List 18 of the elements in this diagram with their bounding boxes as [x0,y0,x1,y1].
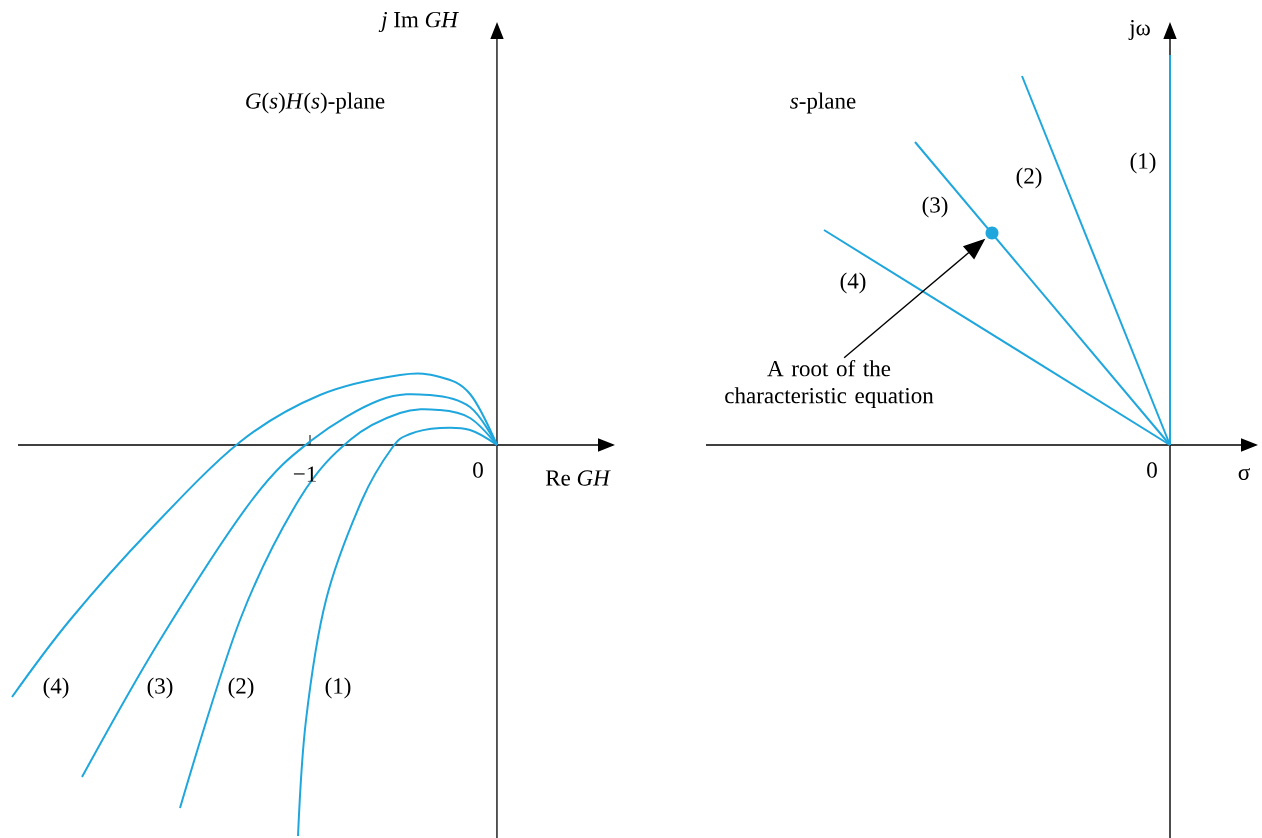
axis-label: Re GH [545,470,611,486]
axis-label: jω [1128,19,1150,41]
curve-label: (4) [43,677,69,699]
tick-label: 0 [473,462,483,478]
axis-label: j Im GH [378,11,459,33]
plane-label: G(s)H(s)-plane [246,92,385,114]
curve-label: (4) [840,272,866,294]
tick-label: −1 [293,466,316,482]
curve-label: (2) [1016,167,1042,189]
tick-label: 0 [1147,462,1157,478]
curve-label: (2) [228,677,254,699]
curve-label: (1) [325,677,351,699]
plane-label: s-plane [790,92,856,114]
curve-label: (3) [922,196,948,218]
annotation-text: A root of the characteristic equation [725,359,934,409]
curve-label: (1) [1130,152,1156,174]
curve-label: (3) [147,677,173,699]
axis-label: σ [1238,468,1250,480]
